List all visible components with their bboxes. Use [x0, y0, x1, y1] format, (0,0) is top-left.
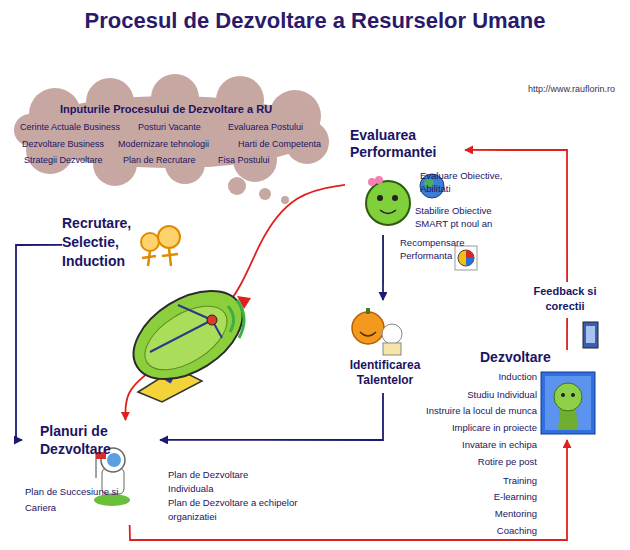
- mascot-head: [366, 181, 410, 225]
- node-item: Mentoring: [407, 508, 537, 520]
- globe-mascot: [366, 174, 444, 225]
- node-item: Posturi Vacante: [138, 122, 201, 133]
- dish-inner: [134, 293, 237, 382]
- node-item: Modernizare tehnologii: [118, 139, 209, 150]
- node-item: Plan de Succesiune si Cariera: [25, 484, 125, 516]
- cloud-puff: [281, 196, 289, 204]
- cloud-puff: [216, 76, 264, 124]
- reward-icon: [455, 246, 477, 270]
- node-heading: Feedback si corectii: [530, 284, 600, 314]
- node-item: Implicare in proiecte: [407, 422, 537, 434]
- feedback-icon: [583, 322, 598, 348]
- mascot-eye: [392, 195, 398, 201]
- pumpkin-mouth: [360, 332, 376, 336]
- dish-arm: [150, 320, 212, 352]
- figure-body: [142, 248, 178, 266]
- satellite-dish: [118, 273, 258, 402]
- process-stage: Recrutare, Selectie, Induction: [62, 212, 142, 274]
- figure-head: [554, 383, 582, 411]
- node-item: Plan de Recrutare: [123, 155, 196, 166]
- signal-wave: [237, 300, 244, 338]
- node-item: Dezvoltare Business: [22, 139, 104, 150]
- node-item: Recompensare Performanta: [400, 236, 480, 262]
- source-url: http://www.rauflorin.ro: [528, 84, 615, 94]
- process-stage: DezvoltareInductionStudiu IndividualInst…: [430, 350, 600, 440]
- node-item: Evaluarea Postului: [228, 122, 303, 133]
- node-item: Cerinte Actuale Business: [20, 122, 120, 133]
- dish-bowl: [118, 273, 258, 398]
- signal-wave: [228, 306, 234, 332]
- pumpkin-stem: [366, 308, 370, 314]
- node-item: Coaching: [407, 525, 537, 537]
- node-heading: Recrutare, Selectie, Induction: [62, 214, 142, 271]
- pie: [458, 250, 474, 266]
- flow-arrow: [16, 245, 62, 440]
- cloud-puff: [259, 188, 271, 200]
- node-item: Instruire la locul de munca: [407, 405, 537, 417]
- node-item: Plan de Dezvoltare a echipelor organizat…: [168, 496, 303, 524]
- node-heading: Evaluarea Performantei: [350, 127, 460, 161]
- process-stage: Identificarea Talentelor: [345, 300, 425, 393]
- cloud-puff: [228, 177, 246, 195]
- node-item: Stabilire Obiective SMART pt noul an: [415, 204, 525, 230]
- node-heading: Inputurile Procesului de Dezvoltare a RU: [60, 102, 272, 116]
- node-item: Strategii Dezvoltare: [24, 155, 103, 166]
- node-item: E-learning: [407, 491, 537, 503]
- process-stage: Feedback si corectii: [530, 282, 600, 318]
- mascot-eye: [377, 195, 383, 201]
- figure-head: [141, 233, 159, 251]
- node-item: Studiu Individual: [407, 389, 537, 401]
- process-stage: Evaluarea PerformanteiEvaluare Obiective…: [345, 125, 465, 235]
- figure-eye: [561, 393, 565, 397]
- pumpkin: [352, 312, 384, 344]
- diagram-title: Procesul de Dezvoltare a Resurselor Uman…: [0, 8, 630, 34]
- icon-screen: [586, 326, 595, 343]
- node-item: Harti de Competenta: [238, 139, 321, 150]
- icon-panel: [545, 376, 591, 430]
- node-heading: Identificarea Talentelor: [341, 358, 429, 388]
- flow-arrow: [130, 440, 567, 540]
- node-heading: Dezvoltare: [480, 348, 551, 366]
- icon-frame: [541, 372, 595, 434]
- process-stage: Planuri de DezvoltarePlan de Dezvoltare …: [22, 420, 160, 525]
- icon-frame: [455, 246, 477, 270]
- development-icon: [541, 372, 595, 434]
- icon-frame: [583, 322, 598, 348]
- figure-body: [558, 410, 578, 430]
- cloud-puff: [86, 78, 134, 126]
- recruit-figures: [141, 226, 180, 266]
- input-cloud: Inputurile Procesului de Dezvoltare a RU…: [15, 82, 327, 180]
- figure-eye: [571, 393, 575, 397]
- node-item: Induction: [407, 371, 537, 383]
- node-item: Plan de Dezvoltare Individuala: [168, 468, 293, 496]
- node-item: Fisa Postului: [218, 155, 270, 166]
- mascot-bow: [368, 178, 376, 186]
- flow-arrow: [566, 318, 568, 350]
- pie-slice: [466, 258, 474, 266]
- mascot-bow: [375, 176, 383, 184]
- node-item: Rotire pe post: [407, 456, 537, 468]
- dish-feed: [207, 315, 217, 325]
- child-head: [382, 324, 402, 344]
- node-item: Evaluare Obiective, Abilitati: [420, 169, 515, 195]
- node-heading: Planuri de Dezvoltare: [40, 422, 135, 458]
- flow-arrow: [382, 235, 384, 300]
- node-item: Invatare in echipa: [407, 439, 537, 451]
- pie-slice: [466, 250, 474, 258]
- flow-arrow: [160, 393, 383, 440]
- child-body: [383, 343, 401, 355]
- mascot-mouth: [380, 210, 396, 214]
- dish-arm: [178, 305, 212, 320]
- talent-figures: [352, 308, 402, 355]
- node-item: Training: [407, 475, 537, 487]
- figure-head: [158, 226, 180, 248]
